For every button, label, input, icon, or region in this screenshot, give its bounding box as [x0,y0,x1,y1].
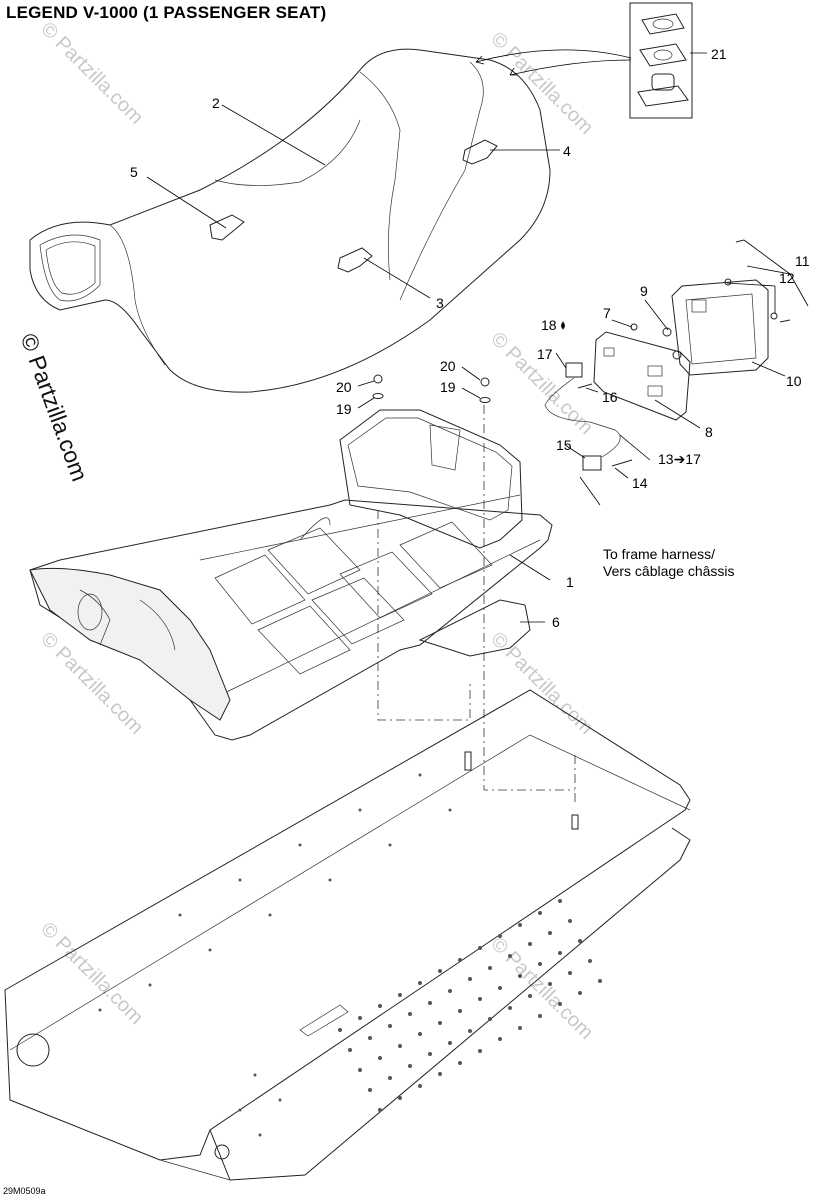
callout-20-right: 20 [440,358,456,374]
callout-15: 15 [556,437,572,453]
callout-19-left: 19 [336,401,352,417]
watermark: © Partzilla.com [36,918,147,1029]
callout-19-right: 19 [440,379,456,395]
callout-5: 5 [130,164,138,180]
seat-base [29,409,553,741]
callout-3: 3 [436,295,444,311]
diagram-title: LEGEND V-1000 (1 PASSENGER SEAT) [6,3,327,22]
watermark: © Partzilla.com [486,933,597,1044]
plate-6 [418,599,531,657]
part-21-group [475,2,693,119]
callout-14: 14 [632,475,648,491]
callout-8: 8 [705,424,713,440]
callout-13-17: 13➔17 [658,451,701,467]
tunnel-frame [4,689,691,1181]
callout-16: 16 [602,389,618,405]
callout-6: 6 [552,614,560,630]
callout-1: 1 [566,574,574,590]
watermark-layer: © Partzilla.com © Partzilla.com © Partzi… [36,18,597,1044]
callout-4: 4 [563,143,571,159]
callout-20-left: 20 [336,379,352,395]
callout-21: 21 [711,46,727,62]
callout-9: 9 [640,283,648,299]
seat-cushion [29,48,551,393]
callout-17: 17 [537,346,553,362]
callout-2: 2 [212,95,220,111]
callout-10: 10 [786,373,802,389]
watermark: © Partzilla.com [36,18,147,129]
callout-18: 18 [541,317,557,333]
leader-lines [146,52,809,623]
hardware-19-20 [372,374,491,403]
callout-7: 7 [603,305,611,321]
callout-12: 12 [779,270,795,286]
watermark: © Partzilla.com [486,328,597,439]
diagram-code: 29M0509a [3,1186,46,1196]
tail-light-group [544,239,791,506]
callout-labels: 2 5 3 4 21 11 12 9 7 18 17 10 16 8 15 13… [130,46,810,630]
note-line-1: To frame harness/ [603,546,715,562]
hidden-lines [377,405,576,805]
note-line-2: Vers câblage châssis [603,563,735,579]
callout-11: 11 [795,253,810,269]
